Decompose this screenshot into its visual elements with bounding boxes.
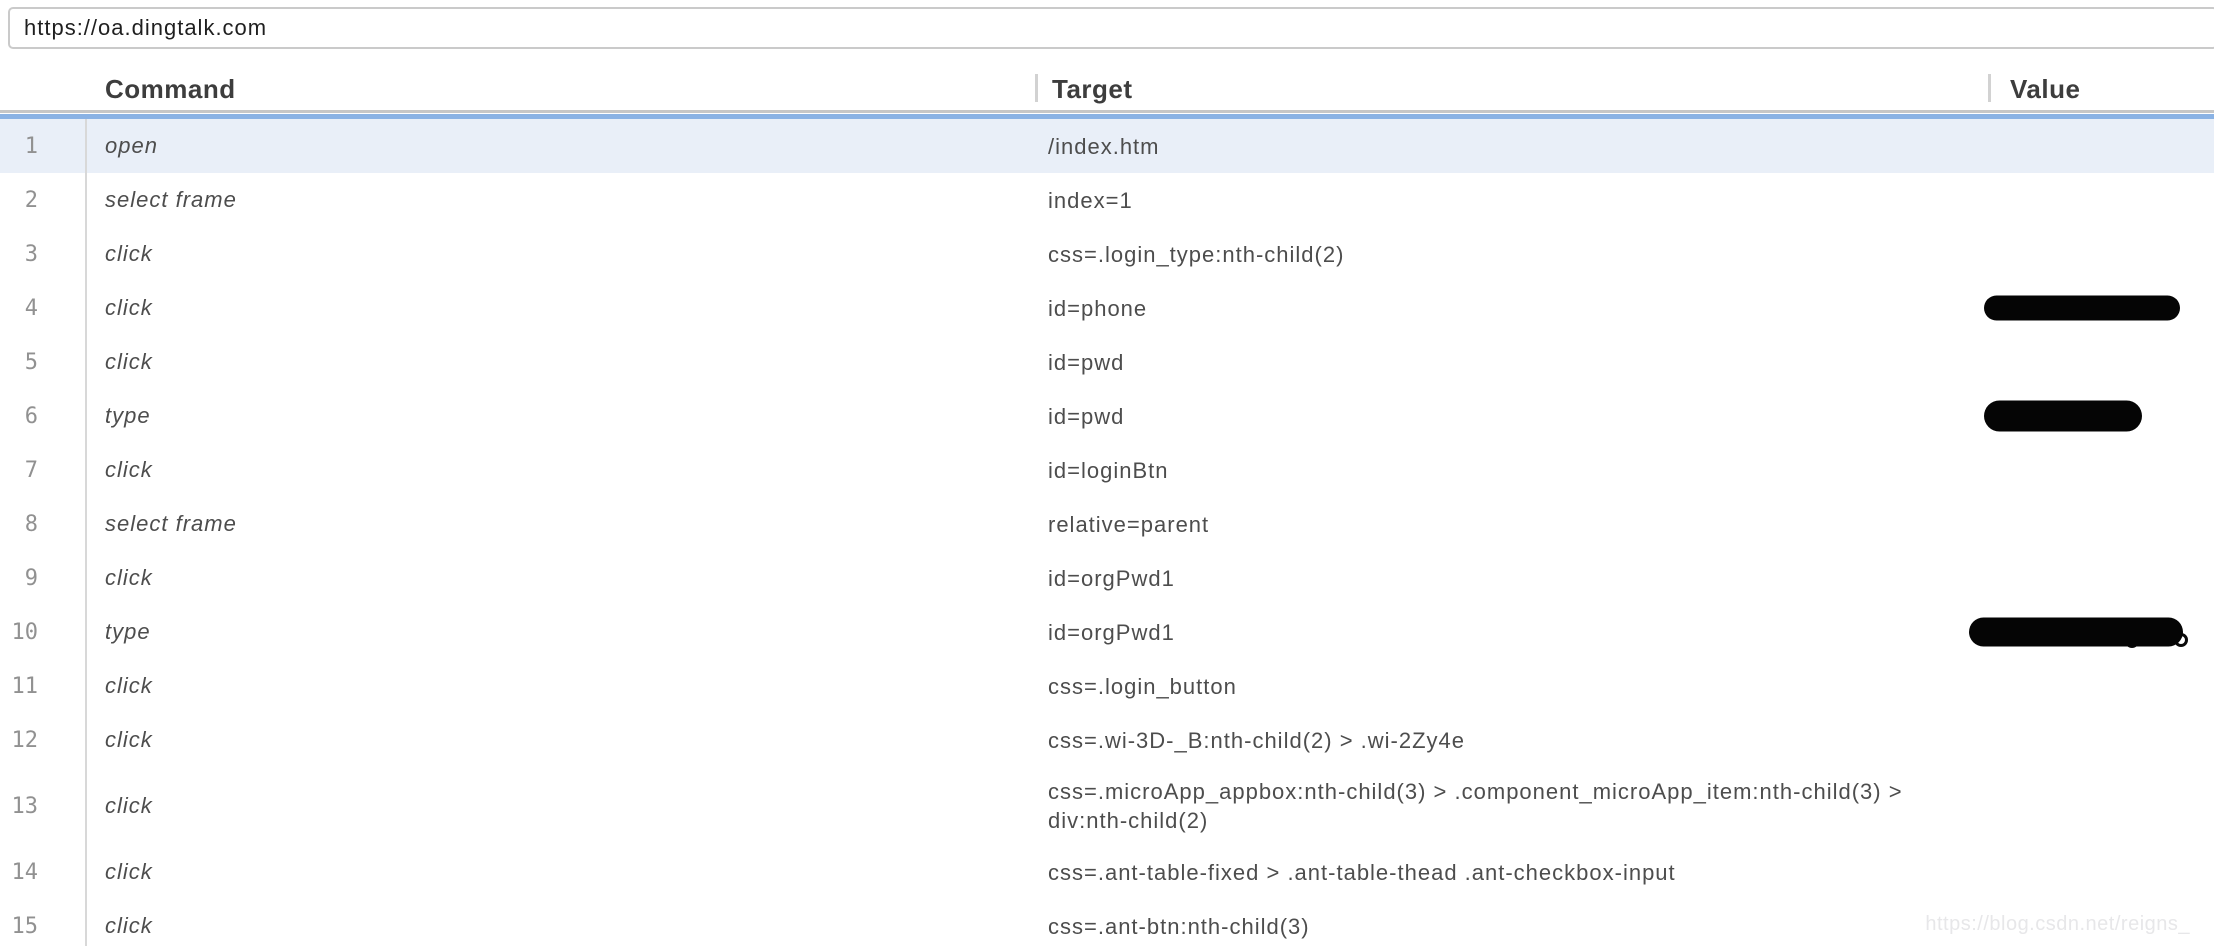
value-cell[interactable] [1928, 713, 2214, 767]
redaction-mark [1984, 295, 2180, 321]
table-row[interactable]: 6 type id=pwd [0, 389, 2214, 443]
selected-row-accent-line [0, 114, 2214, 119]
column-header-value: Value [2010, 74, 2081, 104]
value-cell[interactable] [1928, 227, 2214, 281]
watermark: https://blog.csdn.net/reigns_ [1925, 913, 2190, 935]
value-cell[interactable] [1928, 281, 2214, 335]
value-cell[interactable] [1928, 497, 2214, 551]
command-cell[interactable]: click [105, 241, 153, 266]
table-row[interactable]: 10 type id=orgPwd1 [0, 605, 2214, 659]
base-url-input[interactable] [8, 7, 2214, 49]
value-cell[interactable] [1928, 389, 2214, 443]
row-number: 15 [11, 913, 39, 939]
table-row[interactable]: 12 click css=.wi-3D-_B:nth-child(2) > .wi-… [0, 713, 2214, 767]
table-row[interactable]: 2 select frame index=1 [0, 173, 2214, 227]
command-cell[interactable]: type [105, 403, 151, 428]
target-cell[interactable]: css=.ant-table-fixed > .ant-table-thead … [1048, 859, 1676, 885]
row-number: 7 [24, 457, 38, 483]
table-row[interactable]: 5 click id=pwd [0, 335, 2214, 389]
redaction-mark [1984, 400, 2142, 432]
command-cell[interactable]: click [105, 349, 153, 374]
row-number: 11 [11, 673, 39, 699]
row-number: 13 [11, 793, 39, 819]
table-row[interactable]: 4 click id=phone [0, 281, 2214, 335]
target-cell[interactable]: id=loginBtn [1048, 457, 1169, 483]
command-cell[interactable]: click [105, 793, 153, 818]
command-cell[interactable]: click [105, 673, 153, 698]
redaction-mark [1969, 617, 2183, 647]
row-number: 5 [24, 349, 38, 375]
row-number: 12 [11, 727, 39, 753]
row-number: 6 [24, 403, 38, 429]
table-row[interactable]: 13 click css=.microApp_appbox:nth-child(3)… [0, 767, 2214, 845]
target-cell[interactable]: css=.microApp_appbox:nth-child(3) > .com… [1048, 779, 1903, 833]
target-cell[interactable]: index=1 [1048, 187, 1133, 213]
target-cell[interactable]: /index.htm [1048, 133, 1160, 159]
table-row[interactable]: 1 open/index.htm [0, 119, 2214, 173]
row-number: 1 [24, 133, 38, 159]
target-cell[interactable]: css=.wi-3D-_B:nth-child(2) > .wi-2Zy4e [1048, 727, 1466, 753]
target-cell[interactable]: css=.login_type:nth-child(2) [1048, 241, 1345, 267]
command-cell[interactable]: click [105, 565, 153, 590]
column-divider-target [1035, 74, 1038, 102]
command-cell[interactable]: select frame [105, 187, 237, 212]
column-header-target: Target [1052, 74, 1133, 104]
table-row[interactable]: 11 click css=.login_button [0, 659, 2214, 713]
value-cell[interactable] [1928, 605, 2214, 659]
table-row[interactable]: 9 click id=orgPwd1 [0, 551, 2214, 605]
command-cell[interactable]: click [105, 913, 153, 938]
row-number: 2 [24, 187, 38, 213]
command-cell[interactable]: select frame [105, 511, 237, 536]
target-cell[interactable]: css=.ant-btn:nth-child(3) [1048, 913, 1310, 939]
target-cell[interactable]: css=.login_button [1048, 673, 1237, 699]
column-header-command: Command [105, 74, 236, 104]
value-cell[interactable] [1928, 845, 2214, 899]
command-cell[interactable]: click [105, 295, 153, 320]
table-row[interactable]: 7 click id=loginBtn [0, 443, 2214, 497]
row-number: 14 [11, 859, 39, 885]
test-steps-list: 1 open/index.htm 2 select frame index=1 3 clic… [0, 119, 2214, 946]
row-number: 8 [24, 511, 38, 537]
command-cell[interactable]: open [105, 133, 158, 158]
value-cell[interactable] [1928, 659, 2214, 713]
row-number: 9 [24, 565, 38, 591]
row-number: 3 [24, 241, 38, 267]
command-cell[interactable]: click [105, 457, 153, 482]
value-cell[interactable] [1928, 335, 2214, 389]
value-cell[interactable] [1928, 767, 2214, 845]
table-row[interactable]: 15 click css=.ant-btn:nth-child(3) [0, 899, 2214, 946]
table-row[interactable]: 8 select frame relative=parent [0, 497, 2214, 551]
target-cell[interactable]: id=orgPwd1 [1048, 565, 1175, 591]
target-cell[interactable]: id=pwd [1048, 403, 1125, 429]
row-number: 4 [24, 295, 38, 321]
target-cell[interactable]: id=pwd [1048, 349, 1125, 375]
command-cell[interactable]: click [105, 727, 153, 752]
command-cell[interactable]: type [105, 619, 151, 644]
target-cell[interactable]: id=phone [1048, 295, 1148, 321]
target-cell[interactable]: id=orgPwd1 [1048, 619, 1175, 645]
table-header: Command Target Value [0, 0, 2214, 119]
value-cell[interactable] [1928, 173, 2214, 227]
value-cell[interactable] [1928, 551, 2214, 605]
column-divider-value [1988, 74, 1991, 102]
table-row[interactable]: 3 click css=.login_type:nth-child(2) [0, 227, 2214, 281]
table-row[interactable]: 14 click css=.ant-table-fixed > .ant-table… [0, 845, 2214, 899]
value-cell[interactable] [1928, 119, 2214, 173]
row-number: 10 [11, 619, 39, 645]
value-cell[interactable] [1928, 443, 2214, 497]
target-cell[interactable]: relative=parent [1048, 511, 1210, 537]
command-cell[interactable]: click [105, 859, 153, 884]
header-bottom-border [0, 110, 2214, 113]
